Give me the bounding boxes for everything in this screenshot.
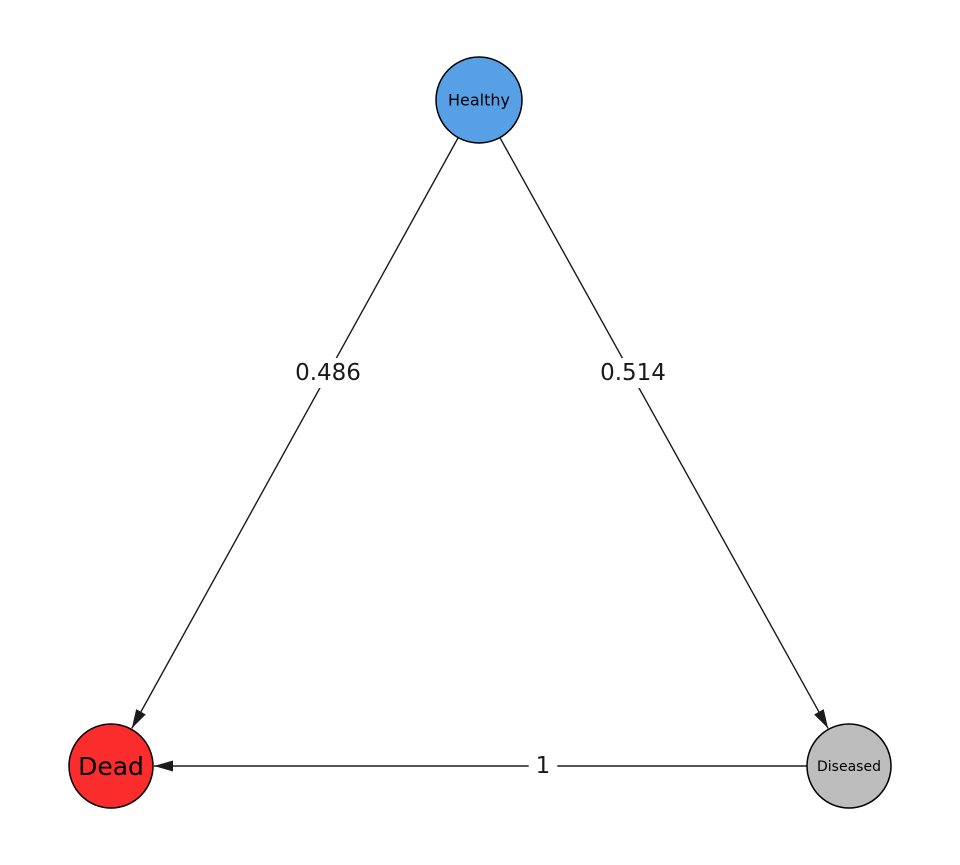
edge-label-background [288, 358, 368, 389]
edge-label-diseased-to-dead: 1 [536, 753, 551, 779]
edge-label-background [593, 358, 673, 389]
node-healthy [435, 56, 523, 144]
edge-label-healthy-to-diseased: 0.514 [600, 360, 666, 386]
node-label-diseased: Diseased [817, 759, 881, 775]
node-dead [68, 723, 154, 809]
edge-label-background [528, 751, 558, 782]
node-diseased [806, 723, 892, 809]
node-label-dead: Dead [78, 752, 144, 781]
node-label-healthy: Healthy [448, 91, 510, 110]
edge-healthy-to-diseased [499, 137, 829, 729]
edge-healthy-to-dead [131, 137, 459, 729]
edge-label-healthy-to-dead: 0.486 [295, 360, 361, 386]
